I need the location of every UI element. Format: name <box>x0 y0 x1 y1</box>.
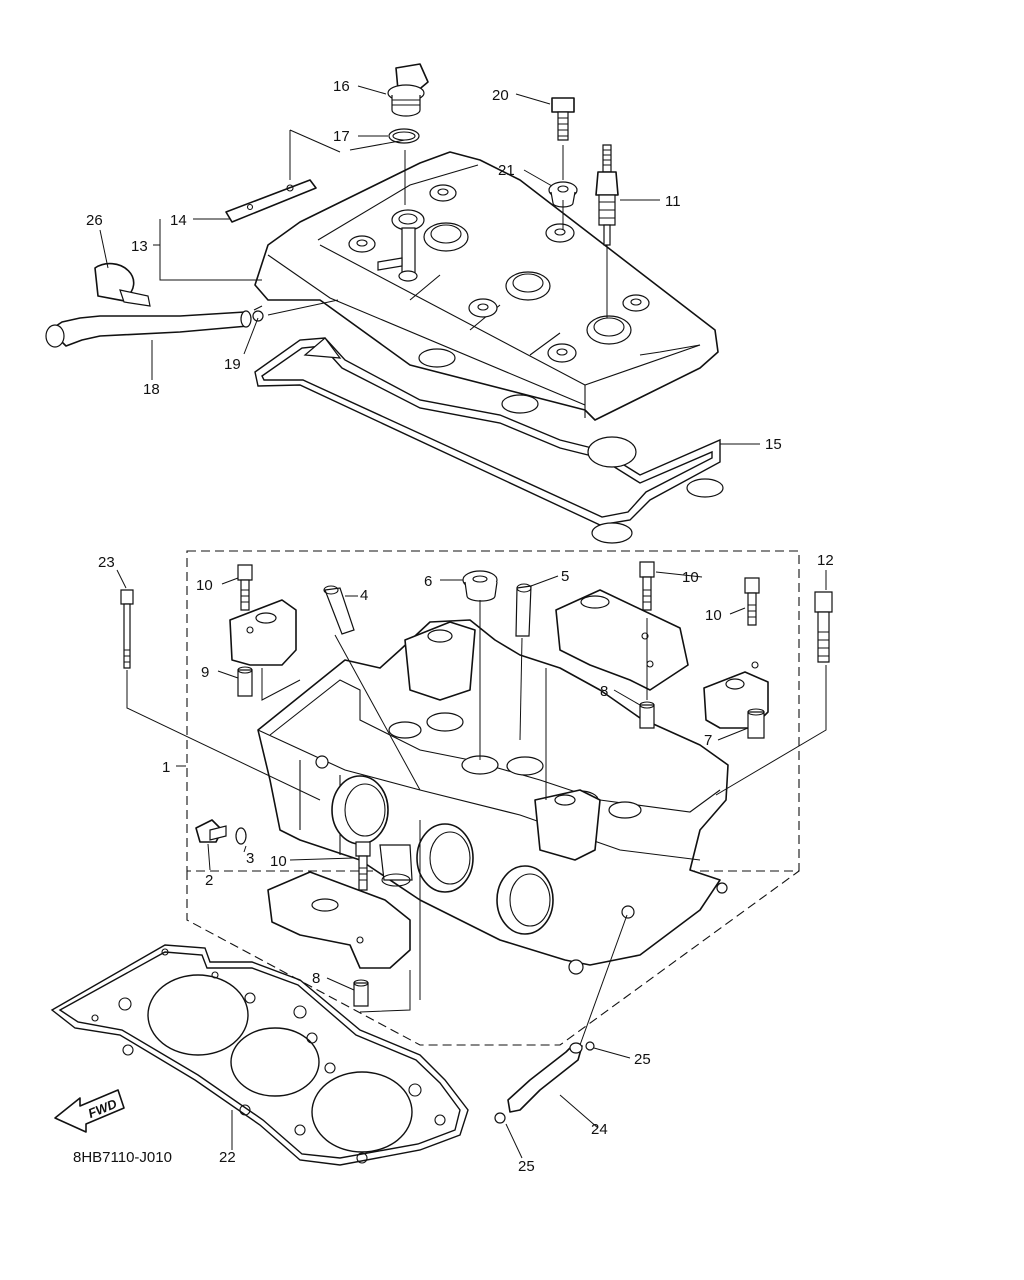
callout-1: 1 <box>162 759 170 776</box>
cam-cap-front <box>267 871 411 969</box>
washer <box>235 827 247 845</box>
callout-5: 5 <box>561 568 569 585</box>
callout-19: 19 <box>224 356 241 373</box>
dowel-pin-8 <box>639 704 655 729</box>
callout-2: 2 <box>205 872 213 889</box>
cylinder-head <box>257 619 729 975</box>
seal-6 <box>462 570 498 602</box>
callout-20: 20 <box>492 87 509 104</box>
head-bolt-long <box>817 611 830 663</box>
diagram-code: 8HB7110-J010 <box>73 1149 172 1166</box>
callout-6: 6 <box>424 573 432 590</box>
dowel-pin-9 <box>237 669 253 697</box>
callout-14: 14 <box>170 212 187 229</box>
callout-10-right: 10 <box>682 569 699 586</box>
callout-24: 24 <box>591 1121 608 1138</box>
callout-4: 4 <box>360 587 368 604</box>
cover-bolt <box>551 97 575 141</box>
spark-plug <box>595 144 619 246</box>
cam-cap-left <box>229 599 297 666</box>
callout-12: 12 <box>817 552 834 569</box>
cover-bolt-bosses <box>348 184 650 363</box>
cylinder-head-cover <box>254 151 719 421</box>
callout-13: 13 <box>131 238 148 255</box>
callout-7: 7 <box>704 732 712 749</box>
guide-5 <box>515 585 532 637</box>
callout-8-upper: 8 <box>600 683 608 700</box>
oil-filler-cap <box>387 63 429 117</box>
callout-18: 18 <box>143 381 160 398</box>
dowel-pin-7 <box>747 711 765 739</box>
callout-16: 16 <box>333 78 350 95</box>
callout-23: 23 <box>98 554 115 571</box>
union-bolt <box>195 819 227 843</box>
callout-11: 11 <box>665 193 681 210</box>
grommet <box>548 181 578 208</box>
callout-21: 21 <box>498 162 515 179</box>
callout-10-far-right: 10 <box>705 607 722 624</box>
callout-22: 22 <box>219 1149 236 1166</box>
leader-lines <box>99 85 827 1159</box>
callout-10-left: 10 <box>196 577 213 594</box>
callout-15: 15 <box>765 436 782 453</box>
cap-bolts <box>237 561 760 891</box>
water-hose <box>494 1041 595 1124</box>
head-gasket <box>50 944 469 1166</box>
callout-17: 17 <box>333 128 350 145</box>
callout-labels: 1 2 3 4 5 6 7 8 8 9 10 10 10 10 11 12 13… <box>86 78 834 1175</box>
guide-4 <box>324 587 355 635</box>
callout-3: 3 <box>246 850 254 867</box>
head-stud-bolt <box>123 603 131 669</box>
callout-26: 26 <box>86 212 103 229</box>
callout-25-lower: 25 <box>518 1158 535 1175</box>
head-group-outline <box>186 870 800 1046</box>
callout-10-front: 10 <box>270 853 287 870</box>
cover-bracket <box>225 179 317 223</box>
fwd-arrow: FWD <box>54 1089 125 1133</box>
breather-hose-assembly <box>45 262 264 348</box>
cover-gasket <box>254 337 724 544</box>
callout-9: 9 <box>201 664 209 681</box>
dowel-pin-8-lower <box>353 982 369 1007</box>
callout-8-lower: 8 <box>312 970 320 987</box>
spark-plug-holes <box>391 209 632 345</box>
cam-cap-right-upper <box>555 589 689 691</box>
intake-ports <box>331 775 554 935</box>
callout-25-upper: 25 <box>634 1051 651 1068</box>
